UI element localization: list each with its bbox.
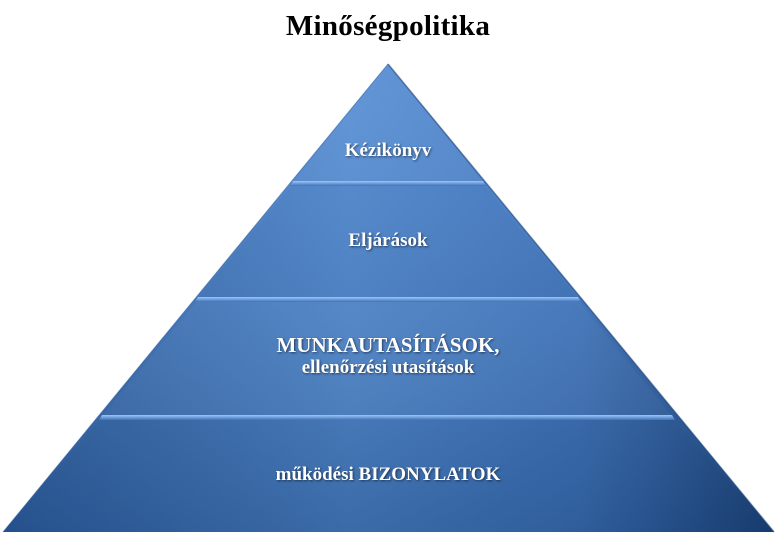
tier-separator-2: [195, 297, 581, 302]
tier-1-shape: [293, 64, 483, 182]
tier-4-label: működési BIZONYLATOK: [275, 464, 501, 485]
tier-3-label: MUNKAUTASÍTÁSOK, ellenőrzési utasítások: [0, 333, 776, 379]
tier-3-label-line1: MUNKAUTASÍTÁSOK,: [276, 333, 500, 357]
tier-separator-3: [99, 415, 675, 420]
tier-1-label: Kézikönyv: [344, 140, 432, 161]
pyramid-edge-highlight: [387, 63, 775, 533]
tier-3-label-line2: ellenőrzési utasítások: [301, 357, 475, 378]
pyramid-edge-left: [2, 63, 389, 533]
tier-separator-1: [290, 181, 486, 186]
tier-2-label: Eljárások: [348, 230, 428, 251]
diagram-title: Minőségpolitika: [285, 10, 491, 42]
